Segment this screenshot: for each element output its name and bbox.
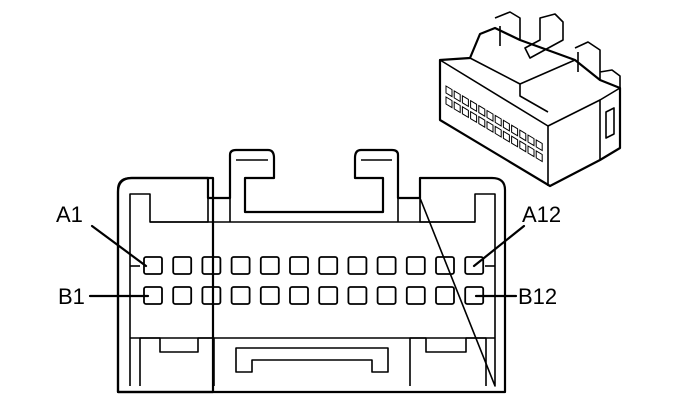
cavity-a12 xyxy=(464,256,485,275)
cavity-a9 xyxy=(376,256,397,275)
cavity-b3 xyxy=(201,286,222,305)
iso-cavity-a6 xyxy=(486,109,494,122)
iso-cavity-b1 xyxy=(445,96,453,109)
housing-outline xyxy=(116,176,215,394)
cavity-a5 xyxy=(259,256,280,275)
iso-cavity-b8 xyxy=(502,130,510,143)
iso-housing xyxy=(438,26,622,188)
cavity-a2 xyxy=(172,256,193,275)
iso-latch xyxy=(494,11,564,59)
cavity-a4 xyxy=(230,256,251,275)
iso-cavity-b10 xyxy=(519,140,527,153)
cavity-a3 xyxy=(201,256,222,275)
leader-a12 xyxy=(472,224,526,268)
cavity-grid xyxy=(143,256,485,305)
iso-side-slot xyxy=(605,107,615,139)
bottom-key-slot xyxy=(235,347,389,373)
iso-cavity-a8 xyxy=(502,119,510,132)
iso-cavity-b7 xyxy=(494,125,502,138)
cavity-a10 xyxy=(405,256,426,275)
connector-face-view: A1 A12 B1 B12 xyxy=(56,148,561,394)
iso-cavity-a12 xyxy=(535,139,543,152)
leader-a1 xyxy=(90,224,148,268)
iso-cavity-a1 xyxy=(445,85,453,98)
iso-cavity-b11 xyxy=(527,145,535,158)
iso-cavity-a5 xyxy=(478,104,486,118)
iso-cavity-a4 xyxy=(470,99,478,113)
iso-cavity-b12 xyxy=(535,150,543,163)
cavity-a6 xyxy=(289,256,309,275)
iso-cavity-a7 xyxy=(494,114,502,127)
iso-cavity-b2 xyxy=(453,101,461,114)
cavity-b7 xyxy=(318,286,339,305)
cavity-b9 xyxy=(376,286,397,305)
label-b1: B1 xyxy=(58,284,85,309)
label-a12: A12 xyxy=(522,202,561,227)
iso-top-edge xyxy=(599,87,621,101)
housing-main xyxy=(116,148,507,394)
iso-cavity-a2 xyxy=(453,90,461,103)
cavity-a7 xyxy=(318,256,339,275)
cavity-a8 xyxy=(347,256,368,275)
cavity-b5 xyxy=(259,286,280,305)
iso-cavity-b3 xyxy=(461,105,469,119)
cavity-a11 xyxy=(435,256,455,275)
cavity-b8 xyxy=(347,286,368,305)
connector-isometric-view xyxy=(438,11,622,188)
label-a1: A1 xyxy=(56,202,83,227)
bottom-left-foot xyxy=(139,337,215,386)
cavity-b10 xyxy=(405,286,426,305)
iso-cavity-a3 xyxy=(461,94,469,108)
iso-cavity-b9 xyxy=(511,135,519,148)
cavity-b11 xyxy=(435,286,455,305)
cavity-b6 xyxy=(289,286,309,305)
iso-cavity-b6 xyxy=(486,120,494,133)
iso-tower-right xyxy=(574,41,621,88)
iso-cavity-a9 xyxy=(511,124,519,137)
iso-side-edge xyxy=(547,99,601,160)
iso-cavity-b5 xyxy=(478,115,486,129)
label-b12: B12 xyxy=(518,284,557,309)
iso-cavity-grid xyxy=(445,85,543,163)
iso-top-ridge xyxy=(469,57,576,113)
iso-cavity-a11 xyxy=(527,134,535,147)
iso-cavity-a10 xyxy=(519,129,527,142)
cavity-b4 xyxy=(230,286,251,305)
cavity-b2 xyxy=(172,286,193,305)
bottom-right-foot xyxy=(409,337,487,386)
iso-cavity-b4 xyxy=(470,110,478,124)
